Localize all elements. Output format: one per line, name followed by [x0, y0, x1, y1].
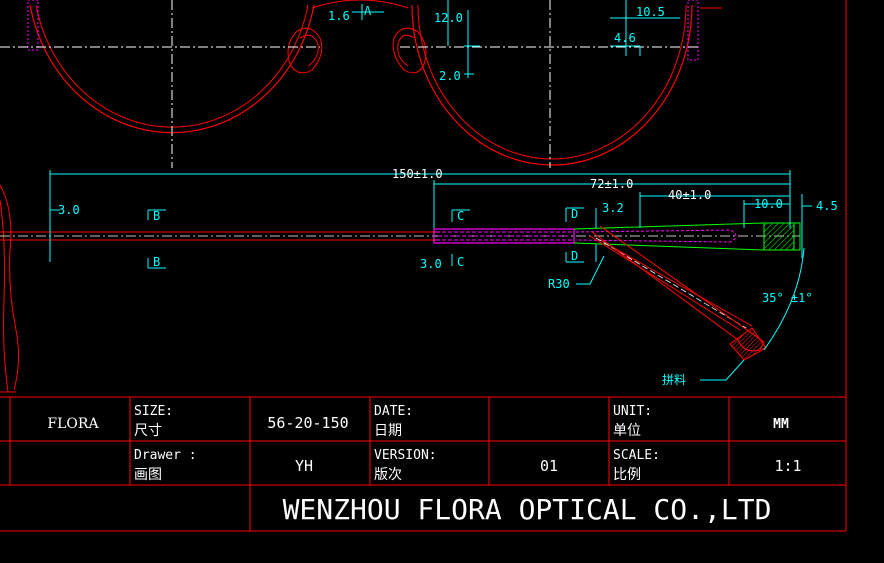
date-label: DATE:	[374, 404, 413, 419]
version-value: 01	[540, 457, 558, 475]
drawer-label: Drawer :	[134, 448, 197, 463]
section-mark-a: A	[364, 4, 372, 18]
section-mark-d-bottom: D	[571, 249, 578, 263]
drawer-value: YH	[295, 457, 313, 475]
unit-value: MM	[773, 417, 789, 432]
scale-label-cn: 比例	[613, 467, 641, 483]
dim-1-6: 1.6	[328, 9, 350, 23]
model-name: FLORA	[47, 416, 99, 432]
section-mark-c-bottom: C	[457, 255, 464, 269]
dim-3-0-top: 3.0	[58, 203, 80, 217]
company-name: WENZHOU FLORA OPTICAL CO.,LTD	[283, 493, 772, 526]
dim-4-6: 4.6	[614, 31, 636, 45]
dim-angle: 35° ±1°	[762, 291, 813, 305]
unit-label-cn: 单位	[613, 423, 641, 439]
dim-r30: R30	[548, 277, 570, 291]
section-mark-c-top: C	[457, 209, 464, 223]
scale-value: 1:1	[774, 457, 801, 475]
dim-10-5: 10.5	[636, 5, 665, 19]
unit-label: UNIT:	[613, 404, 652, 419]
size-value: 56-20-150	[267, 414, 348, 432]
temple-side-view	[0, 222, 801, 361]
dim-4-5: 4.5	[816, 199, 838, 213]
dim-150: 150±1.0	[392, 167, 443, 181]
section-mark-d-top: D	[571, 207, 578, 221]
nose-pad-right	[392, 27, 427, 74]
drawing-border	[0, 0, 847, 532]
version-label-cn: 版次	[374, 467, 402, 483]
dim-10-0: 10.0	[754, 197, 783, 211]
version-label: VERSION:	[374, 448, 437, 463]
dim-12-0: 12.0	[434, 11, 463, 25]
section-mark-b-bottom: B	[153, 255, 160, 269]
bridge	[311, 0, 409, 9]
dim-72: 72±1.0	[590, 177, 633, 191]
title-block: FLORA SIZE: 尺寸 56-20-150 DATE: 日期 UNIT: …	[0, 396, 846, 531]
dim-3-2: 3.2	[602, 201, 624, 215]
front-dimensions	[352, 0, 680, 78]
date-label-cn: 日期	[374, 423, 402, 439]
nose-pad-left	[287, 27, 323, 74]
dim-3-0-bottom: 3.0	[420, 257, 442, 271]
size-label-cn: 尺寸	[134, 423, 162, 439]
scale-label: SCALE:	[613, 448, 660, 463]
right-lens-rim	[411, 4, 693, 166]
front-view	[0, 0, 722, 393]
size-label: SIZE:	[134, 404, 173, 419]
center-lines	[0, 0, 700, 168]
section-mark-b-top: B	[153, 209, 160, 223]
dim-2-0: 2.0	[439, 69, 461, 83]
side-dimensions	[49, 170, 812, 381]
drawer-label-cn: 画图	[134, 467, 162, 483]
material-note: 拼料	[662, 373, 686, 387]
dim-40: 40±1.0	[668, 188, 711, 202]
